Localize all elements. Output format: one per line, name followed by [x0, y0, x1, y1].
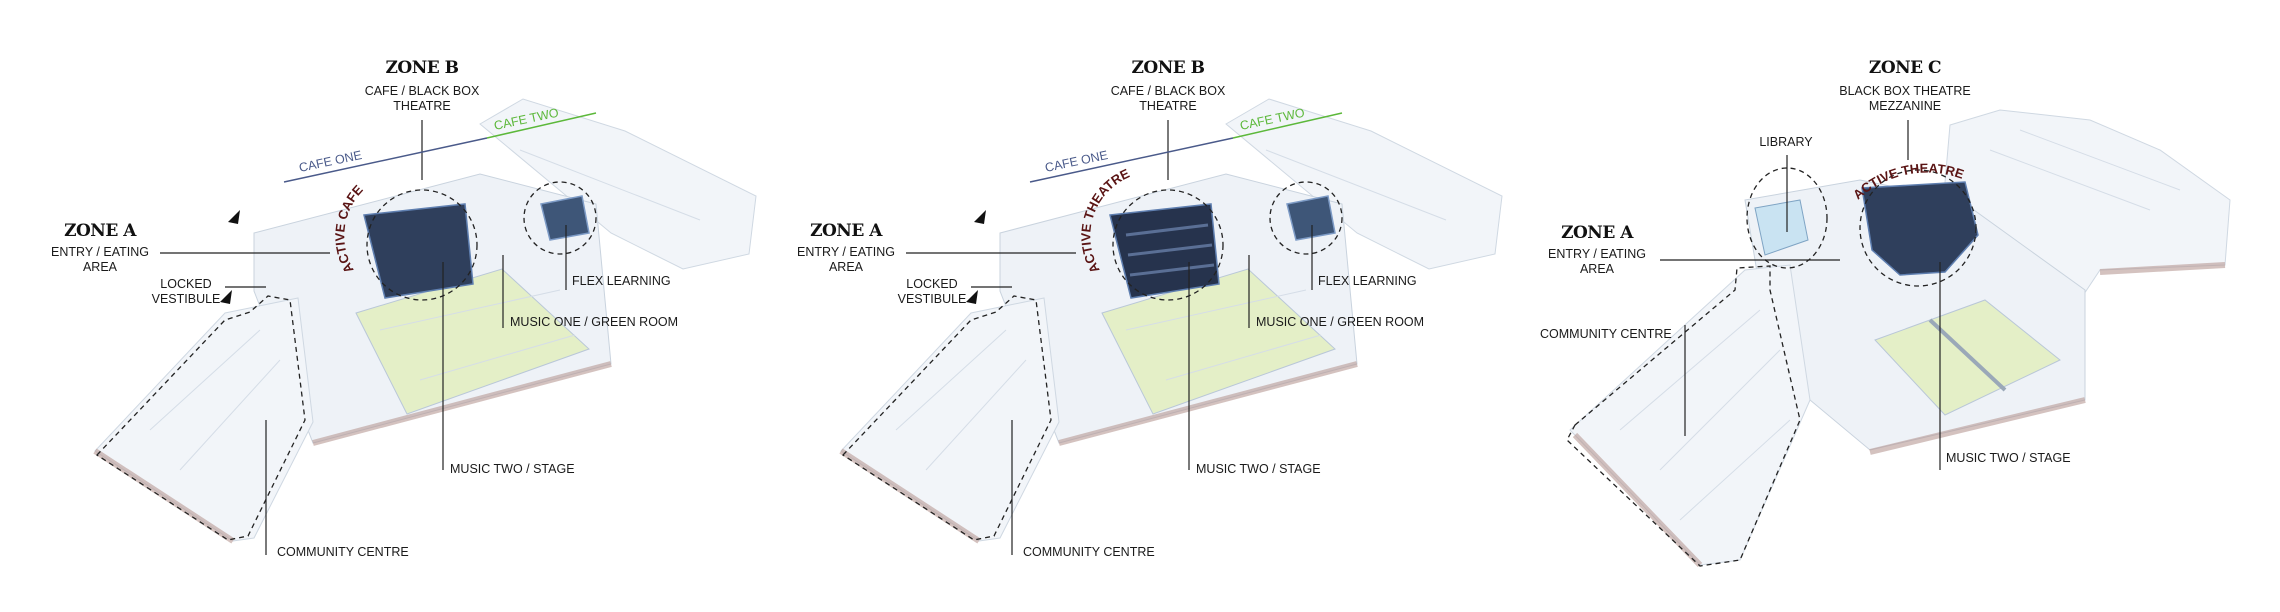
entry-label-1: ENTRY / EATING: [797, 245, 895, 259]
zone-b-desc-1: CAFE / BLACK BOX: [365, 84, 480, 98]
building-render: [839, 98, 1503, 544]
building-render: [93, 98, 757, 544]
flex-block: [540, 195, 590, 241]
vestibule-label-1: LOCKED: [160, 277, 211, 291]
entry-label-1: ENTRY / EATING: [1548, 247, 1646, 261]
flex-label: FLEX LEARNING: [1318, 274, 1417, 288]
entry-arrow-icon: [228, 210, 240, 224]
community-wing: [94, 297, 314, 542]
library-block: [1754, 199, 1809, 256]
community-label: COMMUNITY CENTRE: [1540, 327, 1672, 341]
brick-wall: [1058, 361, 1358, 446]
active-zone-circle: [1112, 189, 1224, 301]
upper-wing: [479, 98, 757, 270]
room-walls: [1619, 129, 2181, 521]
music-two-label: MUSIC TWO / STAGE: [1196, 462, 1321, 476]
panel-zone-c: ZONE C BLACK BOX THEATRE MEZZANINE LIBRA…: [1540, 58, 2231, 568]
community-wing: [840, 297, 1060, 542]
music-two-label: MUSIC TWO / STAGE: [1946, 451, 2071, 465]
music-two-label: MUSIC TWO / STAGE: [450, 462, 575, 476]
room-walls: [149, 149, 701, 471]
zone-b-desc-1: CAFE / BLACK BOX: [1111, 84, 1226, 98]
brick-wall: [839, 448, 981, 544]
community-outline: [95, 295, 306, 541]
brick-wall: [312, 361, 612, 446]
library-label: LIBRARY: [1759, 135, 1813, 149]
vestibule-label-1: LOCKED: [906, 277, 957, 291]
theatre-block: [1861, 181, 1979, 276]
cafe-one-line: [1029, 137, 1234, 183]
community-label: COMMUNITY CENTRE: [277, 545, 409, 559]
cafe-one-label: CAFE ONE: [1044, 148, 1109, 175]
upper-wing: [1225, 98, 1503, 270]
room-walls: [895, 149, 1447, 471]
entry-label-2: AREA: [83, 260, 118, 274]
cafe-block: [363, 203, 474, 299]
cafe-one-line: [283, 137, 488, 183]
zone-b-desc-2: THEATRE: [1139, 99, 1196, 113]
flex-circle: [523, 181, 597, 255]
zone-b-title: ZONE B: [1131, 58, 1204, 78]
music-one-label: MUSIC ONE / GREEN ROOM: [510, 315, 678, 329]
vestibule-label-2: VESTIBULE: [152, 292, 221, 306]
zone-b-desc-2: THEATRE: [393, 99, 450, 113]
cafe-two-line: [486, 112, 597, 139]
gym-divider: [1928, 318, 2007, 392]
zone-c-title: ZONE C: [1869, 58, 1941, 78]
community-outline: [1566, 265, 1801, 567]
entry-arrow-icon: [966, 290, 978, 304]
entry-label-1: ENTRY / EATING: [51, 245, 149, 259]
zone-a-title: ZONE A: [810, 221, 883, 241]
cafe-one-label: CAFE ONE: [298, 148, 363, 175]
brick-wall: [93, 448, 235, 544]
flex-label: FLEX LEARNING: [572, 274, 671, 288]
community-label: COMMUNITY CENTRE: [1023, 545, 1155, 559]
entry-arrow-icon: [220, 290, 232, 304]
vestibule-label-2: VESTIBULE: [898, 292, 967, 306]
brick-wall: [2099, 262, 2226, 275]
flex-block: [1286, 195, 1336, 241]
entry-label-2: AREA: [829, 260, 864, 274]
panel-zone-b-theatre: ZONE B CAFE / BLACK BOX THEATRE CAFE ONE…: [797, 58, 1503, 559]
panel-zone-b-cafe: ZONE B CAFE / BLACK BOX THEATRE CAFE ONE…: [51, 58, 757, 559]
active-zone-circle: [366, 189, 478, 301]
active-zone-circle: [1859, 169, 1977, 287]
music-one-label: MUSIC ONE / GREEN ROOM: [1256, 315, 1424, 329]
zone-a-title: ZONE A: [1561, 223, 1634, 243]
zone-c-desc-1: BLACK BOX THEATRE: [1839, 84, 1971, 98]
entry-label-2: AREA: [1580, 262, 1615, 276]
cafe-two-line: [1232, 112, 1343, 139]
brick-wall: [1572, 432, 1703, 568]
community-outline: [841, 295, 1052, 541]
zone-b-title: ZONE B: [385, 58, 458, 78]
flex-circle: [1269, 181, 1343, 255]
entry-arrow-icon: [974, 210, 986, 224]
theatre-seating: [1125, 223, 1215, 277]
zone-c-desc-2: MEZZANINE: [1869, 99, 1941, 113]
building-render: [1569, 109, 2231, 568]
panel-2-annotations: ZONE B CAFE / BLACK BOX THEATRE CAFE ONE…: [797, 58, 1424, 559]
library-circle: [1746, 167, 1828, 269]
zone-a-title: ZONE A: [64, 221, 137, 241]
brick-wall: [1869, 397, 2086, 455]
